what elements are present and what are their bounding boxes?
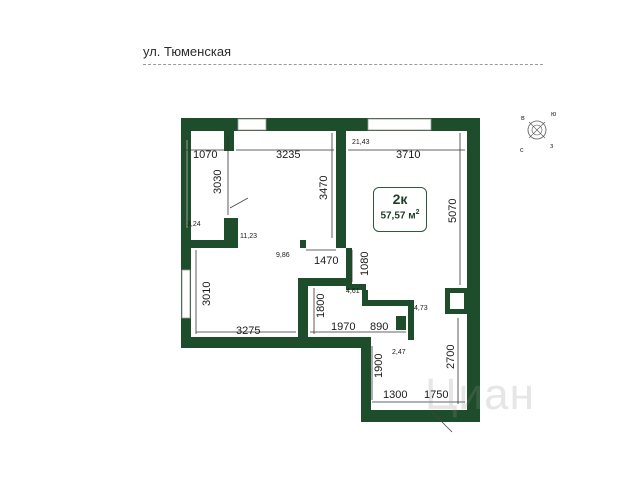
- dim-5070: 5070: [447, 199, 459, 223]
- dim-1800: 1800: [315, 294, 327, 318]
- dim-1470: 1470: [314, 255, 338, 267]
- window-living: [367, 118, 432, 131]
- wall-lower-left: [361, 337, 371, 422]
- compass-s: ю: [551, 111, 556, 118]
- wall-balcony-upper: [224, 131, 234, 151]
- dim-3235: 3235: [276, 149, 300, 161]
- wall-bottom-right: [361, 410, 480, 422]
- compass-n: с: [520, 147, 524, 154]
- dim-2700: 2700: [445, 345, 457, 369]
- dimension-lines: [183, 133, 465, 404]
- dim-890: 890: [370, 321, 388, 333]
- dim-3030: 3030: [212, 170, 224, 194]
- area-kitchen: 11,23: [240, 233, 257, 240]
- area-balcony: 3,24: [187, 221, 201, 228]
- walls: [181, 118, 480, 422]
- wall-bath2-right: [408, 300, 414, 340]
- dim-1750: 1750: [424, 389, 448, 401]
- wall-bath-top: [298, 278, 350, 286]
- apartment-badge: 2к 57,57 м2: [373, 187, 427, 232]
- street-dashed-line: [143, 64, 543, 65]
- area-label: 57,57 м2: [380, 209, 420, 222]
- dim-3470: 3470: [318, 176, 330, 200]
- wall-room-divider: [181, 240, 238, 248]
- area-bath: 4,73: [414, 305, 428, 312]
- rooms-label: 2к: [392, 191, 408, 207]
- wall-inner-vertical: [336, 131, 346, 246]
- compass-w: з: [550, 143, 553, 150]
- door-entrance: [431, 411, 453, 433]
- wall-hall-left: [346, 248, 352, 284]
- inner-fills: [450, 293, 464, 309]
- wall-hall-mid: [346, 284, 366, 290]
- compass: в ю с з: [520, 111, 556, 154]
- shaft: [396, 316, 406, 330]
- dim-1080: 1080: [359, 252, 371, 276]
- compass-e: в: [521, 115, 525, 122]
- dim-3010: 3010: [201, 282, 213, 306]
- window-bedroom: [181, 269, 191, 319]
- compass-ring: [527, 120, 547, 140]
- window-kitchen: [237, 118, 267, 131]
- wall-top: [181, 118, 480, 131]
- wall-bottom-left: [181, 337, 361, 348]
- dim-1070: 1070: [193, 149, 217, 161]
- watermark: Циан: [425, 370, 535, 419]
- wall-room-divider-2: [300, 240, 306, 248]
- windows: [181, 118, 432, 319]
- dim-1970: 1970: [331, 321, 355, 333]
- wall-right: [467, 118, 480, 418]
- door-balcony: [229, 197, 249, 209]
- wall-bath-left: [298, 280, 308, 340]
- dim-3275: 3275: [236, 325, 260, 337]
- dim-1300: 1300: [383, 389, 407, 401]
- wall-bath2-top: [362, 300, 412, 306]
- wall-hall-step: [362, 290, 368, 304]
- area-hall: 4,61: [346, 288, 360, 295]
- area-wc: 2,47: [392, 349, 406, 356]
- wall-room-divider-3: [336, 240, 346, 248]
- area-bedroom: 9,86: [276, 252, 290, 259]
- dim-3710: 3710: [396, 149, 420, 161]
- dim-1900: 1900: [373, 354, 385, 378]
- street-label: ул. Тюменская: [143, 44, 232, 59]
- area-living: 21,43: [352, 139, 370, 146]
- wall-left: [181, 118, 191, 348]
